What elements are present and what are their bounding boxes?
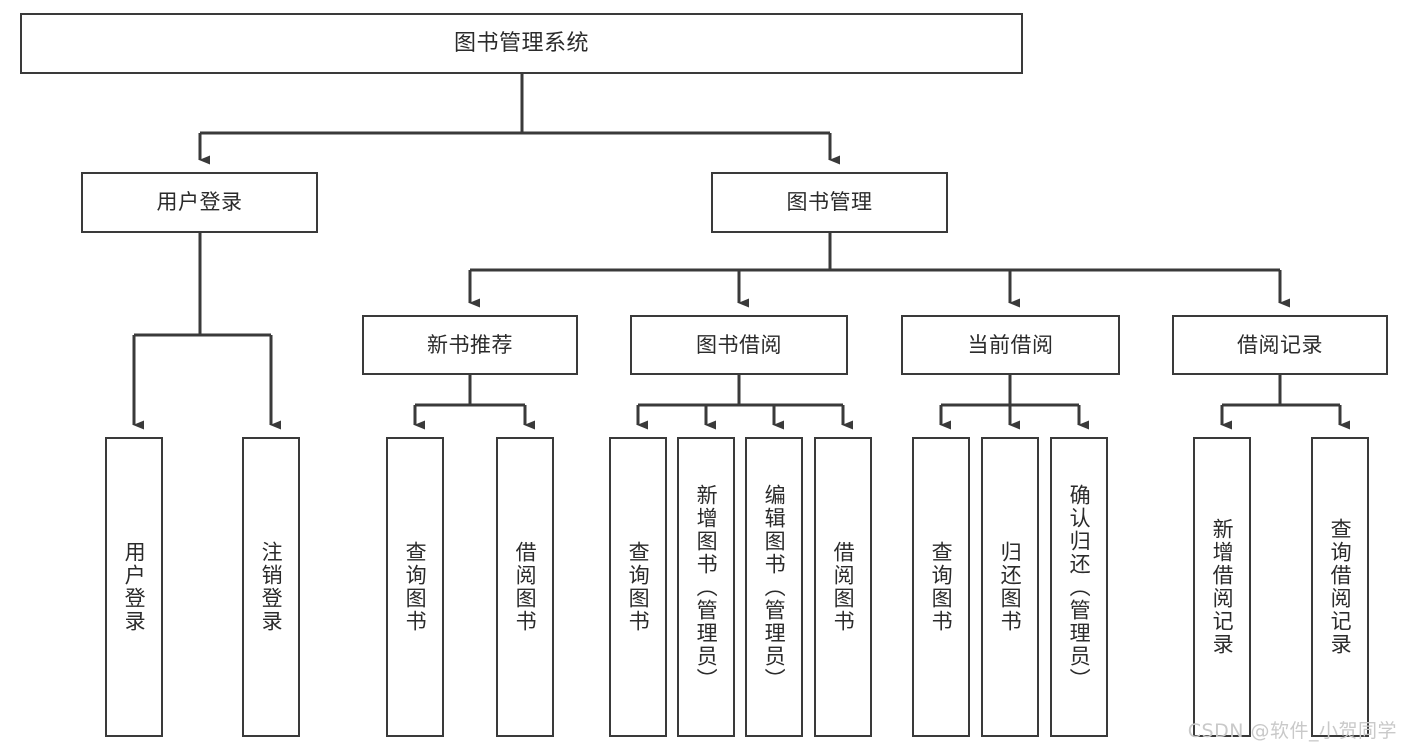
node-label: 图书管理 — [786, 190, 873, 215]
watermark-text: CSDN @软件_小贺同学 — [1187, 720, 1397, 742]
node-label: 新书推荐 — [427, 332, 513, 357]
node-label: 查询图书 — [626, 541, 651, 633]
node-label: 查询图书 — [403, 541, 428, 633]
node-label: 归还图书 — [998, 541, 1023, 633]
leaf-borrow-query-book[interactable]: 查询图书 — [609, 437, 667, 737]
node-new-book-recommend[interactable]: 新书推荐 — [362, 315, 578, 375]
node-label: 查询借阅记录 — [1328, 518, 1353, 656]
node-current-borrow[interactable]: 当前借阅 — [901, 315, 1120, 375]
leaf-return-book[interactable]: 归还图书 — [981, 437, 1039, 737]
leaf-user-login[interactable]: 用户登录 — [105, 437, 163, 737]
node-label: 查询图书 — [929, 541, 954, 633]
leaf-new-book-borrow[interactable]: 借阅图书 — [496, 437, 554, 737]
leaf-borrow-book[interactable]: 借阅图书 — [814, 437, 872, 737]
node-label: 用户登录 — [156, 190, 243, 215]
node-label: 用户登录 — [122, 541, 147, 633]
leaf-new-book-query[interactable]: 查询图书 — [386, 437, 444, 737]
leaf-current-query-book[interactable]: 查询图书 — [912, 437, 970, 737]
node-label: 注销登录 — [259, 541, 284, 633]
node-label: 图书借阅 — [696, 332, 782, 357]
node-label: 图书管理系统 — [453, 30, 589, 56]
node-label: 新增图书（管理员） — [694, 483, 719, 691]
leaf-query-borrow-record[interactable]: 查询借阅记录 — [1311, 437, 1369, 737]
node-borrow-record[interactable]: 借阅记录 — [1172, 315, 1388, 375]
node-book-borrow[interactable]: 图书借阅 — [630, 315, 848, 375]
node-label: 借阅图书 — [513, 541, 538, 633]
node-book-management[interactable]: 图书管理 — [711, 172, 948, 233]
node-label: 新增借阅记录 — [1210, 518, 1235, 656]
node-label: 编辑图书（管理员） — [762, 483, 787, 691]
leaf-add-book-admin[interactable]: 新增图书（管理员） — [677, 437, 735, 737]
node-label: 当前借阅 — [967, 332, 1054, 357]
leaf-logout[interactable]: 注销登录 — [242, 437, 300, 737]
node-user-login[interactable]: 用户登录 — [81, 172, 318, 233]
leaf-add-borrow-record[interactable]: 新增借阅记录 — [1193, 437, 1251, 737]
node-label: 确认归还（管理员） — [1067, 483, 1092, 691]
node-label: 借阅图书 — [831, 541, 856, 633]
leaf-edit-book-admin[interactable]: 编辑图书（管理员） — [745, 437, 803, 737]
leaf-confirm-return-admin[interactable]: 确认归还（管理员） — [1050, 437, 1108, 737]
node-root-system[interactable]: 图书管理系统 — [20, 13, 1023, 74]
node-label: 借阅记录 — [1237, 332, 1323, 357]
